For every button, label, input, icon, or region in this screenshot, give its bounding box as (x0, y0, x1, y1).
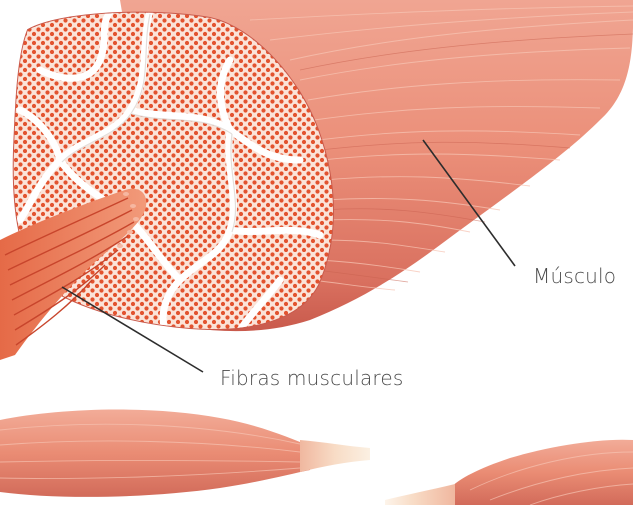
tendon-left (300, 440, 370, 472)
tendon-right (385, 484, 455, 505)
lower-muscle-right (385, 440, 633, 505)
label-muscle-text: Músculo (533, 264, 616, 288)
lower-muscle-left (0, 410, 370, 497)
label-fibers-text: Fibras musculares (220, 366, 404, 390)
